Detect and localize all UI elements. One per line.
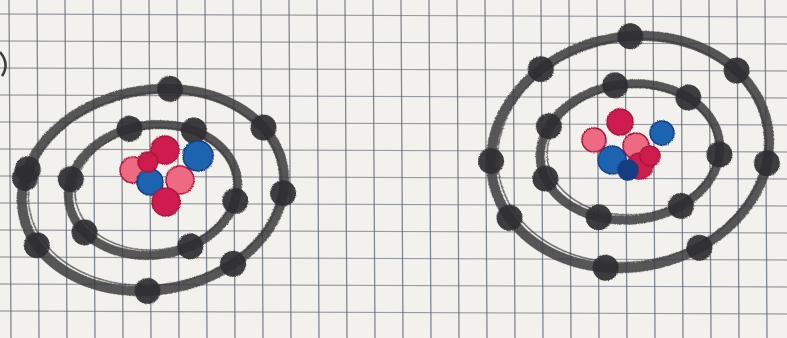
electron [181,118,207,144]
electron [706,142,732,168]
proton [607,109,633,135]
electron [58,166,84,192]
electron [177,233,203,259]
electron [270,180,296,206]
neutron [183,141,213,171]
electron [586,204,612,230]
electron [117,116,143,142]
electron [497,205,523,231]
electron [528,56,554,82]
electron [532,166,558,192]
electron [72,219,98,245]
electron [222,188,248,214]
electron [536,113,562,139]
electron [251,115,277,141]
proton [138,152,158,172]
electron [593,255,619,281]
electron [686,235,712,261]
electron [617,23,643,49]
proton [640,146,660,166]
electron [220,251,246,277]
electron [157,76,183,102]
electron [724,58,750,84]
proton [582,128,606,152]
electron [24,232,50,258]
electron [15,156,41,182]
electron [675,85,701,111]
electron [602,72,628,98]
proton [152,188,180,216]
electron [478,148,504,174]
electron [135,278,161,304]
electron [668,193,694,219]
neutron [650,121,674,145]
electron [754,150,780,176]
neutron [618,160,638,180]
